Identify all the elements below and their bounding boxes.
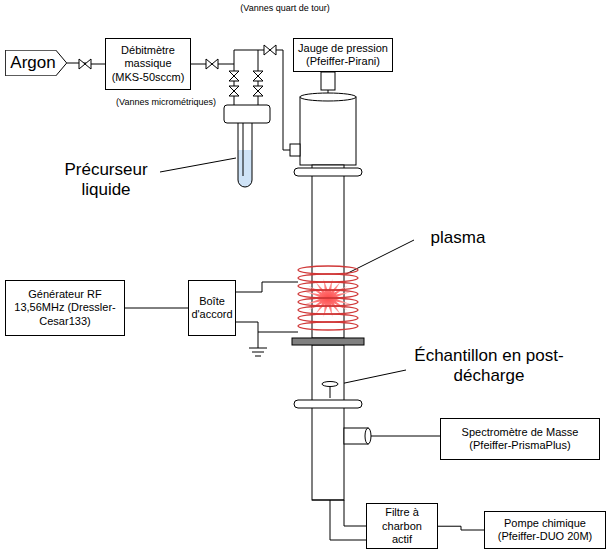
leader-line	[160, 158, 236, 172]
reactor-tube	[312, 345, 344, 500]
reactor-cap	[300, 93, 356, 101]
connector-line	[438, 526, 484, 530]
box-label: Générateur RF 13,56MHz (Dressler-Cesar13…	[10, 288, 120, 328]
box-label: Pompe chimique (Pfeiffer-DUO 20M)	[489, 517, 601, 543]
flange	[294, 400, 362, 408]
micrometric-valve	[253, 71, 263, 81]
box-label: Filtre à charbon actif	[371, 506, 433, 546]
callout-label: Précurseur liquide	[50, 160, 162, 199]
box-label: Boîte d'accord	[191, 295, 232, 321]
box-label: Spectromètre de Masse (Pfeiffer-PrismaPl…	[445, 426, 595, 452]
box-label: Débitmètre massique (MKS-50sccm)	[110, 44, 186, 84]
bubbler-cap	[224, 105, 270, 123]
callout-label: (Vannes quart de tour)	[215, 3, 355, 13]
valve-symbol	[206, 59, 218, 69]
reactor-tube	[312, 500, 344, 501]
micrometric-valve	[229, 71, 239, 81]
pump-box: Pompe chimique (Pfeiffer-DUO 20M)	[484, 511, 606, 549]
box-label: Jauge de pression (Pfeiffer-Pirani)	[298, 42, 388, 68]
flow-meter-box: Débitmètre massique (MKS-50sccm)	[105, 38, 191, 90]
liquid-precursor	[238, 150, 252, 187]
rf-generator-box: Générateur RF 13,56MHz (Dressler-Cesar13…	[5, 280, 125, 336]
pressure-gauge-box: Jauge de pression (Pfeiffer-Pirani)	[293, 38, 393, 72]
pump-line	[330, 500, 366, 540]
micrometric-valve	[253, 86, 263, 96]
gauge-connector	[321, 72, 335, 90]
bubbler-tube	[238, 123, 252, 187]
rf-coil	[298, 266, 358, 330]
box-label: Argon	[10, 53, 55, 73]
micrometric-valve	[229, 86, 239, 96]
rf-wire	[236, 282, 298, 356]
mass-spectrometer-box: Spectromètre de Masse (Pfeiffer-PrismaPl…	[440, 418, 600, 460]
callout-label: Échantillon en post-décharge	[404, 346, 574, 385]
gas-source: Argon	[5, 50, 67, 76]
gas-line	[234, 50, 290, 150]
callout-label: plasma	[418, 228, 498, 248]
valve-symbol	[79, 59, 91, 69]
side-port	[344, 428, 368, 444]
reactor-cap	[300, 97, 356, 165]
gas-inlet-port	[290, 144, 300, 156]
sample-holder	[322, 382, 338, 387]
quarter-turn-valve	[264, 45, 276, 55]
callout-label: (Vannes micrométriques)	[106, 97, 226, 107]
flange	[294, 168, 362, 176]
side-port	[365, 428, 371, 444]
leader-line	[340, 370, 406, 384]
dip-tube	[243, 123, 244, 176]
filter-box: Filtre à charbon actif	[366, 503, 438, 549]
matching-box: Boîte d'accord	[188, 280, 236, 336]
connector-line	[125, 308, 188, 309]
grounded-plate	[292, 338, 364, 345]
port-line	[371, 436, 440, 437]
